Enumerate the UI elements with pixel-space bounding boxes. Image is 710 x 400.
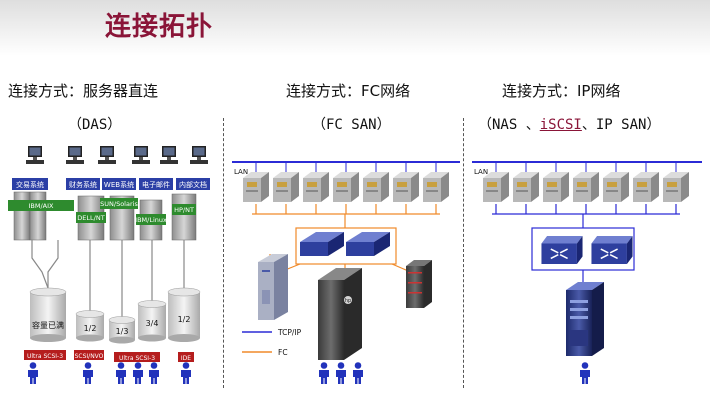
ip-switch-icon	[540, 236, 584, 264]
server-icon	[393, 172, 419, 202]
user-icon	[181, 362, 191, 384]
legend-label: TCP/IP	[277, 328, 302, 337]
user-icon	[149, 362, 159, 384]
server-icon	[543, 172, 569, 202]
fc-legend: TCP/IP FC	[242, 328, 302, 357]
client-pc-icon	[26, 146, 44, 164]
storage-label: 1/2	[178, 315, 191, 324]
fc-storage-array-right	[406, 260, 432, 308]
das-users	[28, 362, 191, 384]
server-icon	[663, 172, 689, 202]
server-icon	[603, 172, 629, 202]
server-icon	[273, 172, 299, 202]
fc-storage-array-left	[258, 254, 288, 320]
fc-subheading: （FC SAN）	[312, 117, 391, 133]
os-label: SUN/Solaris	[100, 200, 138, 208]
user-icon	[319, 362, 329, 384]
storage-cylinder: 3/4	[137, 300, 167, 342]
ip-switch-icon	[590, 236, 634, 264]
server-icon	[243, 172, 269, 202]
client-pc-icon	[66, 146, 84, 164]
server-icon	[423, 172, 449, 202]
fc-servers	[243, 172, 449, 202]
ip-servers	[483, 172, 689, 202]
client-pc-icon	[160, 146, 178, 164]
fc-switches	[300, 232, 390, 256]
app-label: 财务系统	[69, 180, 97, 189]
os-label: DELL/NT	[77, 214, 104, 222]
adapter-label: SCSI/NVO	[75, 353, 104, 360]
iscsi-link[interactable]: iSCSI	[539, 117, 582, 133]
fc-users	[319, 362, 363, 384]
title-band	[0, 0, 710, 56]
client-pc-icon	[190, 146, 208, 164]
das-os-labels: IBM/AIX SUN/Solaris DELL/NT IBM/Linux HP…	[8, 198, 196, 225]
das-heading: 连接方式：服务器直连	[8, 82, 159, 100]
divider-right	[463, 118, 464, 388]
legend-label: FC	[278, 348, 288, 357]
storage-label: 3/4	[146, 319, 159, 328]
ip-switches	[540, 236, 634, 264]
fc-storage-array-center: hp	[318, 268, 362, 360]
ip-sub-suffix: 、IP SAN）	[581, 117, 661, 133]
user-icon	[28, 362, 38, 384]
fc-diagram: LAN	[232, 161, 460, 384]
client-pc-icon	[98, 146, 116, 164]
user-icon	[116, 362, 126, 384]
app-label: WEB系统	[104, 180, 134, 189]
page-title: 连接拓扑	[105, 12, 214, 42]
adapter-label: IDE	[181, 355, 191, 362]
app-label: 电子邮件	[142, 180, 170, 189]
ip-lan-label: LAN	[474, 168, 488, 176]
das-clients	[26, 146, 208, 164]
adapter-label: Ultra SCSI-3	[27, 353, 63, 360]
user-icon	[133, 362, 143, 384]
storage-cylinder: 容量已满	[29, 287, 67, 342]
storage-label: 容量已满	[32, 320, 64, 330]
user-icon	[353, 362, 363, 384]
app-label: 交易系统	[16, 180, 44, 189]
das-subheading: （DAS）	[68, 117, 122, 133]
server-icon	[363, 172, 389, 202]
ip-sub-prefix: （NAS 、	[478, 117, 540, 133]
os-label: HP/NT	[174, 206, 194, 214]
fc-heading: 连接方式：FC网络	[286, 82, 411, 100]
server-icon	[573, 172, 599, 202]
das-links	[31, 240, 185, 318]
user-icon	[336, 362, 346, 384]
os-label: IBM/AIX	[29, 202, 55, 210]
das-diagram: 交易系统 财务系统 WEB系统 电子邮件 内部文档 IBM/AIX SUN/So…	[8, 146, 210, 384]
server-icon	[333, 172, 359, 202]
server-icon	[483, 172, 509, 202]
storage-cylinder: 1/3	[108, 316, 136, 344]
server-icon	[303, 172, 329, 202]
storage-cylinder: 1/2	[167, 287, 201, 342]
storage-label: 1/3	[116, 327, 129, 336]
ip-users	[580, 362, 590, 384]
das-storage: 容量已满 1/2 1/3 3/4	[29, 287, 201, 344]
ip-diagram: LAN	[472, 161, 702, 384]
server-icon	[513, 172, 539, 202]
app-label: 内部文档	[179, 180, 207, 189]
ip-subheading: （NAS 、iSCSI、IP SAN）	[478, 114, 660, 134]
client-pc-icon	[132, 146, 150, 164]
ip-storage-rack	[566, 282, 604, 356]
svg-text:hp: hp	[345, 298, 351, 304]
user-icon	[580, 362, 590, 384]
os-label: IBM/Linux	[135, 216, 167, 224]
fc-lan-label: LAN	[234, 168, 248, 176]
ip-links	[492, 204, 680, 288]
ip-heading: 连接方式：IP网络	[502, 82, 621, 100]
das-app-labels: 交易系统 财务系统 WEB系统 电子邮件 内部文档	[12, 178, 210, 190]
storage-label: 1/2	[84, 324, 97, 333]
user-icon	[83, 362, 93, 384]
das-adapters: Ultra SCSI-3 SCSI/NVO Ultra SCSI-3 IDE	[24, 350, 194, 362]
adapter-label: Ultra SCSI-3	[119, 355, 155, 362]
server-icon	[633, 172, 659, 202]
storage-cylinder: 1/2	[75, 310, 105, 342]
divider-left	[223, 118, 224, 388]
